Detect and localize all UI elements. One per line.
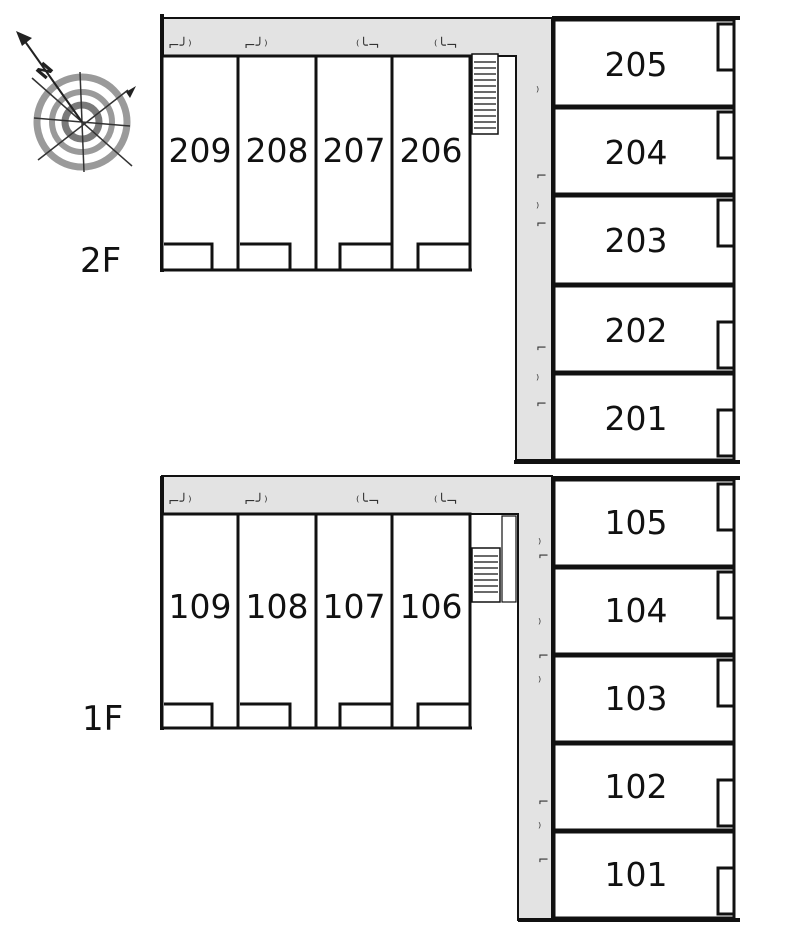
room-206: 206 ⁽╰¬	[390, 37, 472, 272]
floor-1f: 109 ⌐╯⁾ 108 ⌐╯⁾ 107 ⁽╰¬ 106 ⁽╰¬ 105	[82, 475, 740, 922]
svg-text:⁾: ⁾	[538, 617, 541, 632]
floor-label: 2F	[80, 241, 121, 281]
room-103: 103	[552, 654, 736, 744]
svg-text:⁽╰¬: ⁽╰¬	[356, 37, 380, 54]
room-209: 209 ⌐╯⁾	[160, 37, 240, 272]
room-number: 107	[323, 587, 386, 626]
room-104: 104	[552, 566, 736, 656]
svg-text:⌐╯⁾: ⌐╯⁾	[244, 37, 268, 54]
room-205: 205	[552, 18, 736, 108]
room-number: 203	[605, 221, 668, 260]
svg-text:⁾: ⁾	[536, 373, 539, 388]
room-102: 102	[552, 742, 736, 832]
room-202: 202	[552, 284, 736, 374]
svg-text:⌐: ⌐	[536, 217, 547, 232]
svg-text:⌐╯⁾: ⌐╯⁾	[244, 493, 268, 510]
room-201: 201	[552, 372, 736, 462]
svg-text:⌐: ⌐	[536, 397, 547, 412]
door-icons: ⁾⌐⁾ ⌐⁾⌐ ⁾⌐	[538, 537, 549, 868]
room-number: 201	[605, 399, 668, 438]
room-107: 107 ⁽╰¬	[314, 493, 394, 730]
room-105: 105	[552, 478, 736, 568]
svg-text:⁾: ⁾	[536, 85, 539, 100]
room-109: 109 ⌐╯⁾	[160, 493, 240, 730]
room-number: 109	[169, 587, 232, 626]
compass-north-label: N	[32, 59, 58, 84]
room-207: 207 ⁽╰¬	[314, 37, 394, 272]
svg-text:⁽╰¬: ⁽╰¬	[356, 493, 380, 510]
room-number: 101	[605, 855, 668, 894]
svg-text:⁽╰¬: ⁽╰¬	[434, 37, 458, 54]
floor-2f: 209 ⌐╯⁾ 208 ⌐╯⁾ 207 ⁽╰¬ 206 ⁽╰¬ 205	[80, 14, 740, 464]
room-number: 206	[400, 131, 463, 170]
room-108: 108 ⌐╯⁾	[236, 493, 318, 730]
room-number: 103	[605, 679, 668, 718]
svg-text:⁾: ⁾	[538, 675, 541, 690]
svg-text:⌐: ⌐	[536, 341, 547, 356]
room-106: 106 ⁽╰¬	[390, 493, 472, 730]
room-204: 204	[552, 106, 736, 196]
svg-text:⌐: ⌐	[536, 169, 547, 184]
room-number: 106	[400, 587, 463, 626]
room-number: 102	[605, 767, 668, 806]
door-icons: ⁾⌐⁾ ⌐⌐⁾⌐	[536, 85, 547, 412]
svg-text:⌐: ⌐	[538, 549, 549, 564]
compass-icon: N	[16, 31, 136, 173]
svg-text:⁾: ⁾	[536, 201, 539, 216]
svg-text:⌐╯⁾: ⌐╯⁾	[168, 493, 192, 510]
room-number: 205	[605, 45, 668, 84]
room-number: 104	[605, 591, 668, 630]
room-number: 209	[169, 131, 232, 170]
floor-label: 1F	[82, 699, 123, 739]
svg-text:⌐: ⌐	[538, 795, 549, 810]
svg-text:⌐: ⌐	[538, 853, 549, 868]
room-203: 203	[552, 194, 736, 286]
svg-text:⌐╯⁾: ⌐╯⁾	[168, 37, 192, 54]
staircase-icon	[471, 53, 499, 135]
svg-text:⁾: ⁾	[538, 821, 541, 836]
svg-text:⁽╰¬: ⁽╰¬	[434, 493, 458, 510]
svg-text:⁾: ⁾	[538, 537, 541, 552]
room-number: 105	[605, 503, 668, 542]
room-number: 207	[323, 131, 386, 170]
room-number: 108	[246, 587, 309, 626]
room-208: 208 ⌐╯⁾	[236, 37, 318, 272]
svg-text:⌐: ⌐	[538, 649, 549, 664]
room-number: 202	[605, 311, 668, 350]
staircase-icon	[471, 515, 517, 603]
room-number: 204	[605, 133, 668, 172]
room-101: 101	[552, 830, 736, 920]
room-number: 208	[246, 131, 309, 170]
